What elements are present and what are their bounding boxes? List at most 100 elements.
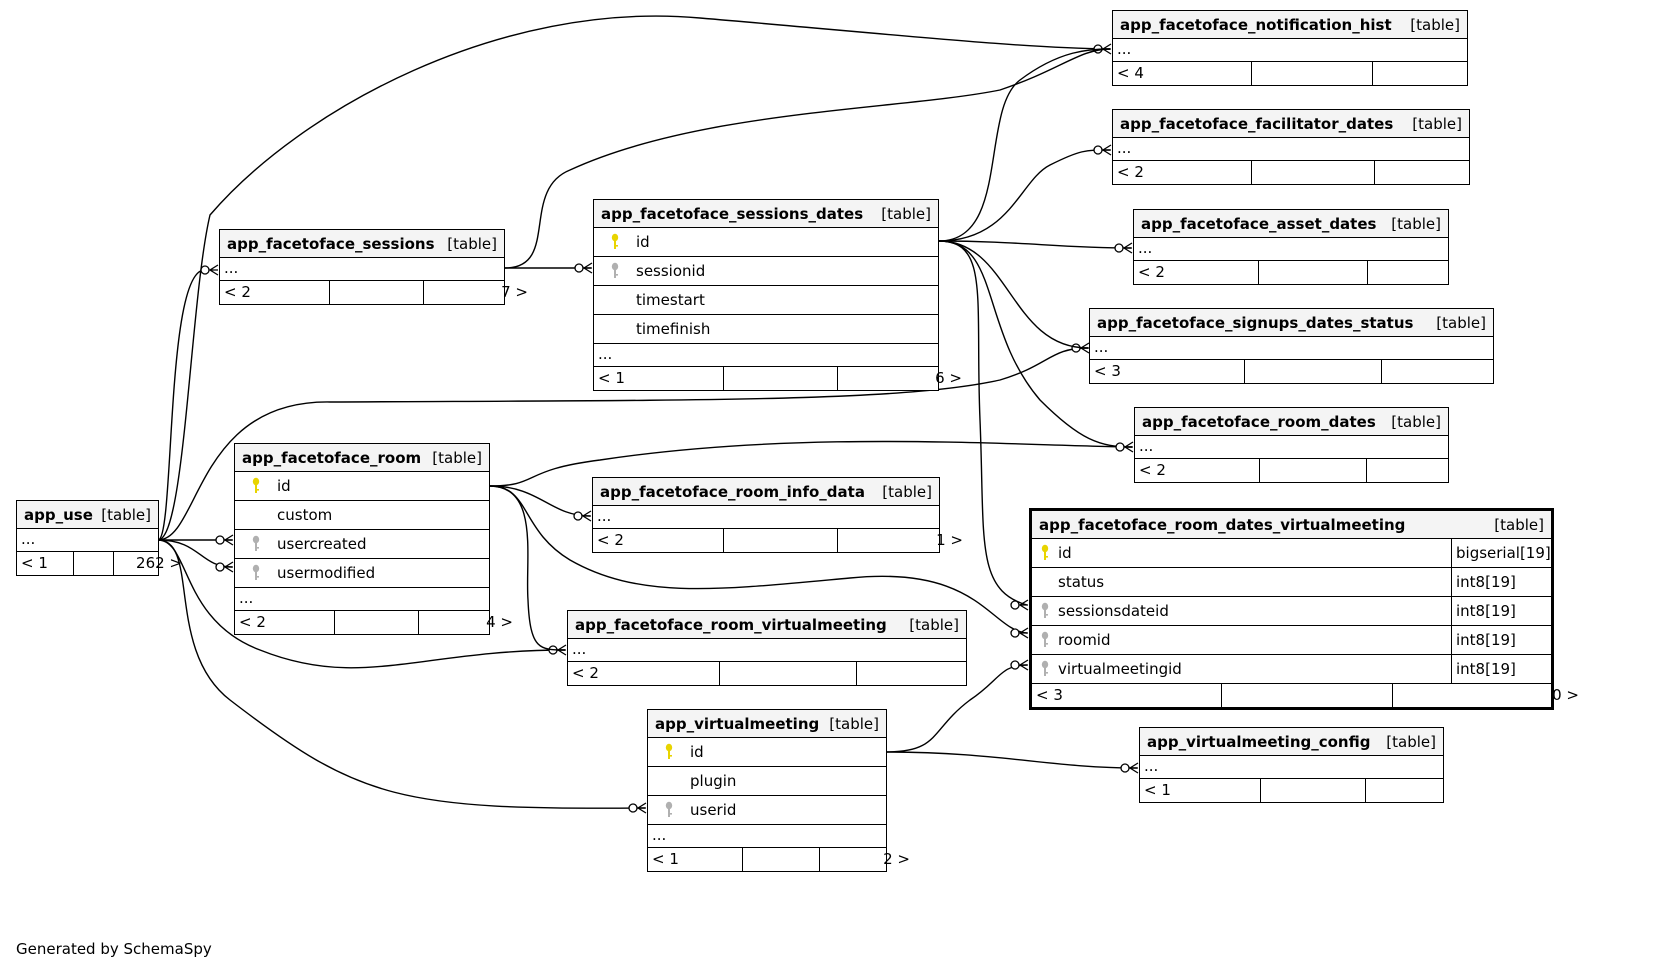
children-count[interactable]: 262 > [113,552,186,575]
parents-count[interactable]: < 2 [1117,163,1144,181]
children-count[interactable]: 7 > [423,281,532,304]
table-header[interactable]: app_virtualmeeting[table] [648,710,886,738]
rows-count[interactable] [1221,684,1392,707]
rows-count[interactable] [742,848,819,871]
table-name[interactable]: app_facetoface_facilitator_dates [1120,114,1394,133]
more-columns-row[interactable]: ... [593,506,939,529]
table-signup[interactable]: app_facetoface_signups_dates_status[tabl… [1089,308,1494,384]
children-count[interactable] [1367,261,1476,284]
column-row[interactable]: usercreated [235,530,489,559]
table-facil[interactable]: app_facetoface_facilitator_dates[table].… [1112,109,1470,185]
parents-count[interactable]: < 3 [1094,362,1121,380]
parents-count[interactable]: < 1 [598,369,625,387]
rows-count[interactable] [73,552,113,575]
more-columns-row[interactable]: ... [1135,436,1448,459]
rows-count[interactable] [723,367,837,390]
column-row[interactable]: id [235,472,489,501]
table-vmconf[interactable]: app_virtualmeeting_config[table]... < 1 [1139,727,1444,803]
rows-count[interactable] [1251,161,1374,184]
table-header[interactable]: app_facetoface_room_info_data[table] [593,478,939,506]
table-roominfo[interactable]: app_facetoface_room_info_data[table]... <… [592,477,963,553]
column-row[interactable]: usermodified [235,559,489,588]
table-header[interactable]: app_facetoface_room[table] [235,444,489,472]
table-name[interactable]: app_user [24,505,94,524]
table-name[interactable]: app_facetoface_asset_dates [1141,214,1377,233]
table-roomvm[interactable]: app_facetoface_room_virtualmeeting[table… [567,610,967,686]
table-name[interactable]: app_facetoface_room [242,448,422,467]
parents-count[interactable]: < 1 [1144,781,1171,799]
table-name[interactable]: app_facetoface_room_dates [1142,412,1376,431]
more-columns-row[interactable]: ... [1090,337,1493,360]
column-row[interactable]: timestart [594,286,938,315]
table-name[interactable]: app_facetoface_sessions [227,234,435,253]
table-name[interactable]: app_facetoface_signups_dates_status [1097,313,1414,332]
table-header[interactable]: app_facetoface_notification_hist[table] [1113,11,1467,39]
table-header[interactable]: app_facetoface_asset_dates[table] [1134,210,1448,238]
table-header[interactable]: app_facetoface_sessions_dates[table] [594,200,938,228]
column-row[interactable]: timefinish [594,315,938,344]
parents-count[interactable]: < 1 [652,850,679,868]
more-columns-row[interactable]: ... [220,258,504,281]
rows-count[interactable] [1258,261,1367,284]
rows-count[interactable] [1260,779,1365,802]
rows-count[interactable] [723,529,837,552]
parents-count[interactable]: < 2 [1138,263,1165,281]
rows-count[interactable] [329,281,423,304]
children-count[interactable]: 2 > [819,848,914,871]
more-columns-row[interactable]: ... [648,825,886,848]
more-columns-row[interactable]: ... [594,344,938,367]
children-count[interactable]: 4 > [418,611,517,634]
table-header[interactable]: app_facetoface_room_dates[table] [1135,408,1448,436]
table-header[interactable]: app_virtualmeeting_config[table] [1140,728,1443,756]
parents-count[interactable]: < 2 [224,283,251,301]
table-header[interactable]: app_facetoface_signups_dates_status[tabl… [1090,309,1493,337]
table-roomdates[interactable]: app_facetoface_room_dates[table]... < 2 [1134,407,1449,483]
rows-count[interactable] [719,662,856,685]
children-count[interactable] [856,662,994,685]
column-row[interactable]: sessionid [594,257,938,286]
table-header[interactable]: app_facetoface_room_dates_virtualmeeting… [1032,511,1551,539]
parents-count[interactable]: < 4 [1117,64,1144,82]
table-header[interactable]: app_facetoface_sessions[table] [220,230,504,258]
children-count[interactable] [1374,161,1497,184]
more-columns-row[interactable]: ... [1140,756,1443,779]
parents-count[interactable]: < 2 [572,664,599,682]
table-name[interactable]: app_facetoface_notification_hist [1120,15,1392,34]
more-columns-row[interactable]: ... [1113,39,1467,62]
more-columns-row[interactable]: ... [17,529,158,552]
children-count[interactable]: 0 > [1392,684,1583,707]
children-count[interactable]: 1 > [837,529,967,552]
parents-count[interactable]: < 3 [1036,686,1063,704]
table-header[interactable]: app_facetoface_room_virtualmeeting[table… [568,611,966,639]
table-asset[interactable]: app_facetoface_asset_dates[table]... < 2 [1133,209,1449,285]
rows-count[interactable] [1244,360,1381,383]
parents-count[interactable]: < 2 [597,531,624,549]
table-name[interactable]: app_facetoface_room_dates_virtualmeeting [1039,515,1406,534]
table-name[interactable]: app_virtualmeeting [655,714,820,733]
rows-count[interactable] [334,611,418,634]
column-row[interactable]: plugin [648,767,886,796]
children-count[interactable] [1366,459,1476,482]
column-row[interactable]: custom [235,501,489,530]
more-columns-row[interactable]: ... [1134,238,1448,261]
table-name[interactable]: app_facetoface_sessions_dates [601,204,864,223]
table-name[interactable]: app_facetoface_room_info_data [600,482,865,501]
column-row[interactable]: userid [648,796,886,825]
table-header[interactable]: app_user[table] [17,501,158,529]
rows-count[interactable] [1251,62,1372,85]
table-rdvm[interactable]: app_facetoface_room_dates_virtualmeeting… [1029,508,1579,710]
table-notif[interactable]: app_facetoface_notification_hist[table].… [1112,10,1468,86]
column-row[interactable]: id [648,738,886,767]
parents-count[interactable]: < 2 [239,613,266,631]
parents-count[interactable]: < 2 [1139,461,1166,479]
children-count[interactable] [1372,62,1495,85]
children-count[interactable] [1381,360,1521,383]
